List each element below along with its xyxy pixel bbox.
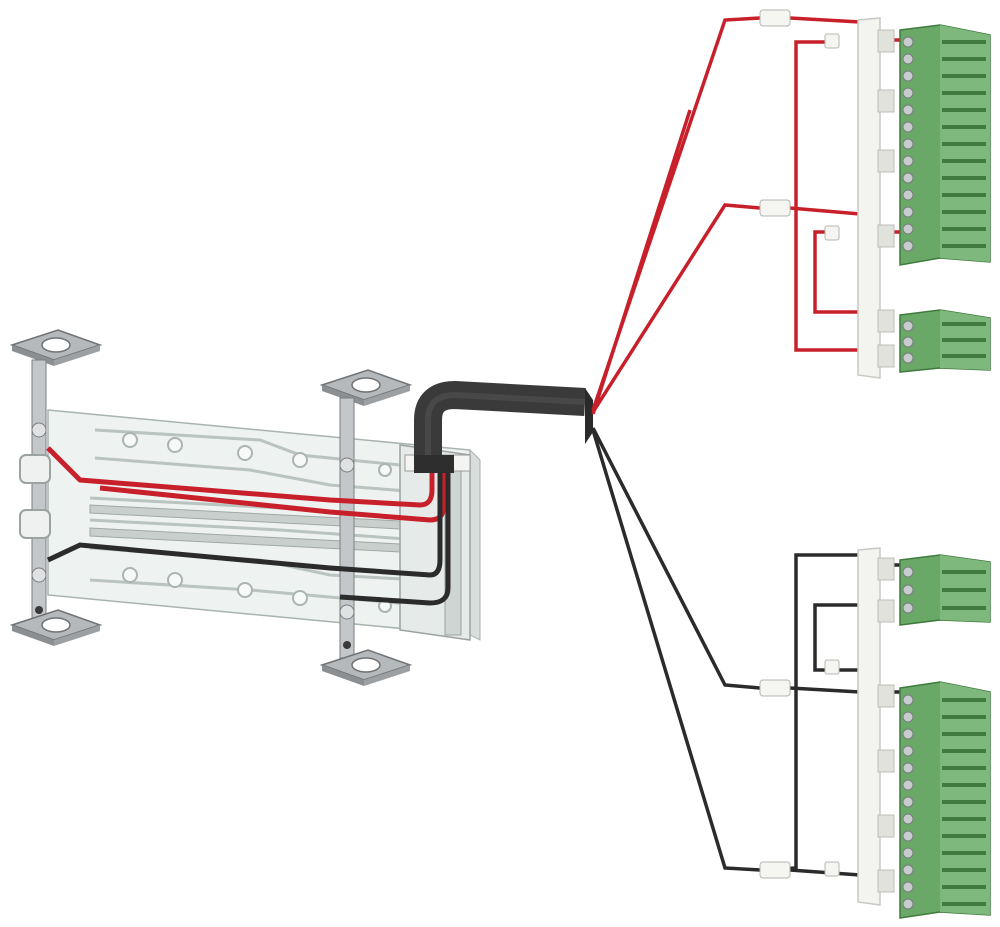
terminal-screw <box>902 172 914 184</box>
connector-carrier <box>857 547 881 906</box>
terminal-ridge <box>942 91 986 95</box>
terminal-ridge <box>942 108 986 112</box>
fanout-red-wires <box>591 16 761 415</box>
terminal-ridge <box>942 227 986 231</box>
terminal-ridge <box>942 40 986 44</box>
terminal-ridge <box>942 902 986 906</box>
terminal-screw <box>902 121 914 133</box>
terminal-screw <box>902 155 914 167</box>
terminal-block-icon <box>899 681 991 919</box>
terminal-screw <box>902 206 914 218</box>
terminal-ridge <box>942 159 986 163</box>
terminal-ridge <box>942 193 986 197</box>
wire-clip-icon <box>759 659 840 879</box>
terminal-ridge <box>942 74 986 78</box>
terminal-block-icon <box>899 554 991 626</box>
terminal-screw <box>902 728 914 740</box>
black-connector-group <box>759 547 991 919</box>
terminal-screw <box>902 813 914 825</box>
terminal-screw <box>902 847 914 859</box>
terminal-screw <box>902 881 914 893</box>
terminal-screw <box>902 694 914 706</box>
terminal-ridge <box>942 766 986 770</box>
terminal-screw <box>902 87 914 99</box>
terminal-screw <box>902 745 914 757</box>
wire-clip-icon <box>759 9 840 241</box>
terminal-ridge <box>942 817 986 821</box>
clear-board-side <box>469 448 481 641</box>
terminal-ridge <box>942 210 986 214</box>
mounting-bracket-icon <box>319 369 413 686</box>
terminal-screw <box>902 796 914 808</box>
terminal-ridge <box>942 868 986 872</box>
terminal-screw <box>902 830 914 842</box>
terminal-ridge <box>942 715 986 719</box>
terminal-screw <box>902 864 914 876</box>
terminal-ridge <box>942 732 986 736</box>
mounting-bracket-icon <box>9 329 103 646</box>
terminal-screw <box>902 70 914 82</box>
terminal-screw <box>902 762 914 774</box>
terminal-screw <box>902 898 914 910</box>
board-wire-black-1 <box>46 470 443 578</box>
terminal-screw <box>902 189 914 201</box>
end-plate <box>399 444 471 641</box>
terminal-ridge <box>942 834 986 838</box>
terminal-screw <box>902 223 914 235</box>
red-connector-group <box>759 9 991 379</box>
terminal-ridge <box>942 125 986 129</box>
terminal-ridge <box>942 885 986 889</box>
board-holes <box>122 432 392 613</box>
terminal-ridge <box>942 176 986 180</box>
terminal-ridge <box>942 749 986 753</box>
fanout-black-wires <box>591 427 761 872</box>
multi-core-cable <box>414 381 593 473</box>
terminal-ridge <box>942 57 986 61</box>
terminal-screw <box>902 36 914 48</box>
terminal-screw <box>902 240 914 252</box>
terminal-ridge <box>942 244 986 248</box>
terminal-screw <box>902 711 914 723</box>
terminal-ridge <box>942 851 986 855</box>
board-wire-red-1 <box>46 446 435 508</box>
terminal-screw <box>902 779 914 791</box>
terminal-screw <box>902 53 914 65</box>
terminal-ridge <box>942 142 986 146</box>
connector-carrier <box>857 17 881 379</box>
terminal-ridge <box>942 783 986 787</box>
board-wire-black-2 <box>339 470 451 606</box>
terminal-block-icon <box>899 309 991 373</box>
terminal-block-icon <box>899 24 991 266</box>
terminal-screw <box>902 138 914 150</box>
terminal-ridge <box>942 800 986 804</box>
busbar-assembly <box>9 329 481 686</box>
terminal-ridge <box>942 698 986 702</box>
terminal-screw <box>902 104 914 116</box>
